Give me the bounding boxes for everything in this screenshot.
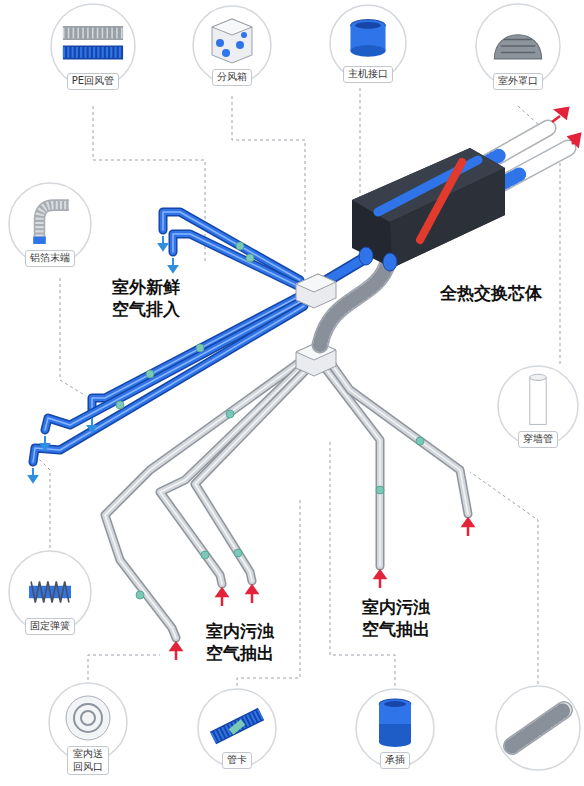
part-label: 室外罩口 (493, 73, 543, 90)
hose-callout (496, 686, 580, 770)
callout-circle: 主机接口 (329, 4, 407, 83)
part-label: 管卡 (222, 752, 252, 769)
callout-circle: 承插 (355, 688, 435, 769)
callout-circle: 铝箔末端 (8, 182, 92, 267)
supply-arrows (29, 236, 177, 482)
airflow-label: 室外新鲜 空气排入 (112, 276, 192, 320)
callout-circle: 分风箱 (192, 5, 272, 86)
supply-distributor (296, 274, 336, 308)
flex-hose (320, 262, 388, 345)
grey-pipes (105, 362, 468, 638)
exhaust-arrows (171, 108, 580, 660)
part-label: 分风箱 (212, 69, 252, 86)
part-label: 穿墙管 (518, 431, 558, 448)
part-label: 室内送回风口 (67, 746, 109, 775)
airflow-label: 全热交换芯体 (440, 282, 542, 304)
airflow-label: 室内污浊 空气抽出 (206, 620, 286, 664)
callout-circle: 固定弹簧 (8, 550, 92, 635)
part-label: 主机接口 (343, 66, 393, 83)
leader-lines (38, 88, 560, 686)
callout-circle: PE回风管 (50, 3, 136, 90)
heat-exchanger-unit (352, 148, 505, 271)
airflow-label: 室内污浊 空气抽出 (362, 596, 442, 640)
part-label: PE回风管 (67, 73, 119, 90)
part-label: 铝箔末端 (25, 250, 75, 267)
callout-circle: 管卡 (197, 688, 277, 769)
part-label: 固定弹簧 (25, 618, 75, 635)
callout-circle: 穿墙管 (497, 365, 579, 448)
callout-circle: 室内送回风口 (48, 682, 128, 775)
callout-circle: 室外罩口 (475, 3, 561, 90)
part-label: 承插 (380, 752, 410, 769)
